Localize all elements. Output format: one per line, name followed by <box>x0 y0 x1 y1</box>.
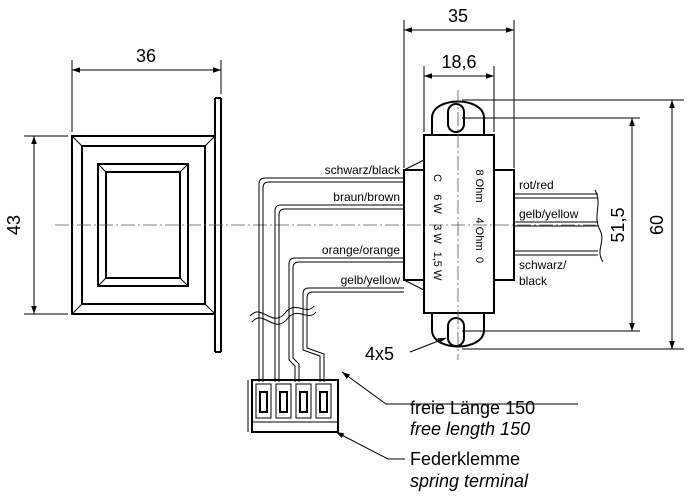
svg-text:4 Ohm: 4 Ohm <box>473 217 485 250</box>
dimension-hole-pitch: 51,5 <box>462 117 640 332</box>
dimension-width-inner: 18,6 <box>423 52 495 132</box>
dim-51-5-label: 51,5 <box>608 207 628 242</box>
wire-label-yellow-left: gelb/yellow <box>341 273 401 287</box>
dimension-width-left: 36 <box>71 46 222 132</box>
spring-terminal-callout: Federklemme spring terminal <box>335 431 529 491</box>
svg-text:8 Ohm: 8 Ohm <box>473 169 485 202</box>
holes-label: 4x5 <box>365 344 394 364</box>
svg-text:0: 0 <box>473 257 485 263</box>
free-length-callout: freie Länge 150 free length 150 <box>341 371 578 439</box>
wire-label-black-right-1: schwarz/ <box>519 258 567 272</box>
svg-text:C: C <box>431 174 443 182</box>
transformer-secondary-labels: 8 Ohm 4 Ohm 0 <box>473 169 485 263</box>
wire-label-brown: braun/brown <box>333 190 400 204</box>
svg-text:1,5 W: 1,5 W <box>431 252 443 281</box>
dim-36-label: 36 <box>136 46 156 66</box>
dimension-height-left: 43 <box>4 135 68 315</box>
right-wires <box>514 189 604 263</box>
mounting-hole-top <box>447 103 465 133</box>
terminal-en: spring terminal <box>410 471 529 491</box>
dim-60-label: 60 <box>647 215 667 235</box>
dimension-height-total: 60 <box>462 99 684 350</box>
wire-label-red: rot/red <box>519 178 554 192</box>
holes-callout: 4x5 <box>365 337 447 364</box>
wire-label-black-right-2: black <box>519 274 548 288</box>
free-length-de: freie Länge 150 <box>410 398 535 418</box>
dim-35-label: 35 <box>448 6 468 26</box>
wire-label-orange: orange/orange <box>322 243 400 257</box>
left-wires <box>249 177 404 382</box>
terminal-de: Federklemme <box>410 449 520 469</box>
svg-text:3 W: 3 W <box>431 224 443 244</box>
dim-18-6-label: 18,6 <box>441 52 476 72</box>
transformer-primary-labels: C 6 W 3 W 1,5 W <box>431 174 443 281</box>
spring-terminal <box>247 379 339 433</box>
mounting-hole-bottom <box>447 317 465 347</box>
dim-43-label: 43 <box>4 215 24 235</box>
dimension-width-total: 35 <box>403 6 515 168</box>
svg-text:6 W: 6 W <box>431 194 443 214</box>
wire-label-black-left: schwarz/black <box>325 163 401 177</box>
free-length-en: free length 150 <box>410 419 530 439</box>
wire-label-yellow-right: gelb/yellow <box>519 207 579 221</box>
